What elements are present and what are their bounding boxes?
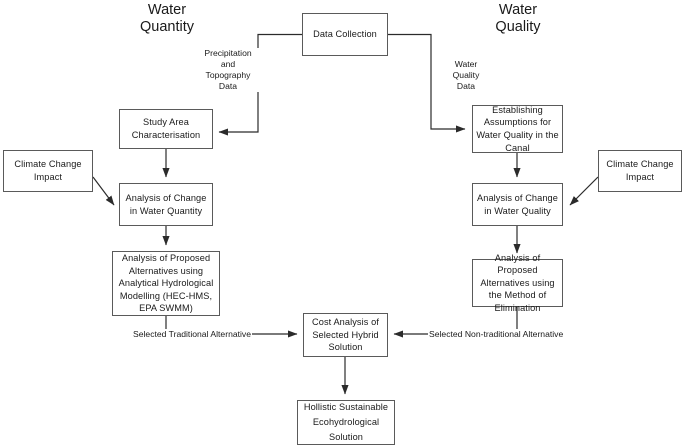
node-final-solution-label: Hollistic Sustainable Ecohydrological So…: [303, 402, 389, 442]
node-analysis-proposed-alternatives-quantity-label: Analysis of Proposed Alternatives using …: [118, 253, 214, 314]
heading-water-quality-line1: Water: [498, 2, 538, 18]
node-study-area-characterisation[interactable]: Study Area Characterisation: [119, 109, 213, 149]
heading-water-quantity-line1: Water: [147, 2, 187, 18]
node-analysis-proposed-alternatives-quantity[interactable]: Analysis of Proposed Alternatives using …: [112, 251, 220, 316]
heading-water-quality: Water Quality: [463, 2, 573, 36]
node-establishing-assumptions[interactable]: Establishing Assumptions for Water Quali…: [472, 105, 563, 153]
node-analysis-change-water-quality-label: Analysis of Change in Water Quality: [477, 192, 558, 216]
node-analysis-proposed-alternatives-quality-label: Analysis of Proposed Alternatives using …: [480, 252, 555, 313]
edge-label-selected-traditional-alternative: Selected Traditional Alternative: [132, 329, 252, 340]
node-study-area-characterisation-label: Study Area Characterisation: [131, 117, 201, 140]
node-cost-analysis-hybrid-solution-label: Cost Analysis of Selected Hybrid Solutio…: [312, 317, 379, 353]
edge-data-collection-to-establishing-assumptions: [387, 33, 466, 133]
node-climate-change-impact-left[interactable]: Climate Change Impact: [3, 150, 93, 192]
edge-label-water-quality-data: Water Quality Data: [440, 59, 492, 92]
node-data-collection[interactable]: Data Collection: [302, 13, 388, 56]
heading-water-quantity-line2: Quantity: [140, 19, 194, 35]
edge-label-selected-non-traditional-alternative: Selected Non-traditional Alternative: [428, 329, 565, 340]
node-analysis-change-water-quantity-label: Analysis of Change in Water Quantity: [125, 192, 207, 216]
node-climate-change-impact-left-label: Climate Change Impact: [14, 159, 82, 182]
edge-climate-left-to-analysis-change-quantity: [92, 176, 115, 206]
node-cost-analysis-hybrid-solution[interactable]: Cost Analysis of Selected Hybrid Solutio…: [303, 313, 388, 357]
node-climate-change-impact-right[interactable]: Climate Change Impact: [598, 150, 682, 192]
node-establishing-assumptions-label: Establishing Assumptions for Water Quali…: [476, 104, 559, 153]
node-analysis-proposed-alternatives-quality[interactable]: Analysis of Proposed Alternatives using …: [472, 253, 563, 313]
node-climate-change-impact-right-label: Climate Change Impact: [606, 159, 674, 182]
heading-water-quantity: Water Quantity: [112, 2, 222, 36]
node-data-collection-label: Data Collection: [313, 29, 377, 40]
heading-water-quality-line2: Quality: [495, 19, 541, 35]
node-analysis-change-water-quality[interactable]: Analysis of Change in Water Quality: [472, 183, 563, 226]
node-final-solution[interactable]: Hollistic Sustainable Ecohydrological So…: [297, 400, 395, 445]
node-analysis-change-water-quantity[interactable]: Analysis of Change in Water Quantity: [119, 183, 213, 226]
edge-climate-right-to-analysis-change-quality: [569, 176, 599, 206]
edge-label-precipitation-topography-data: Precipitation and Topography Data: [196, 48, 260, 92]
